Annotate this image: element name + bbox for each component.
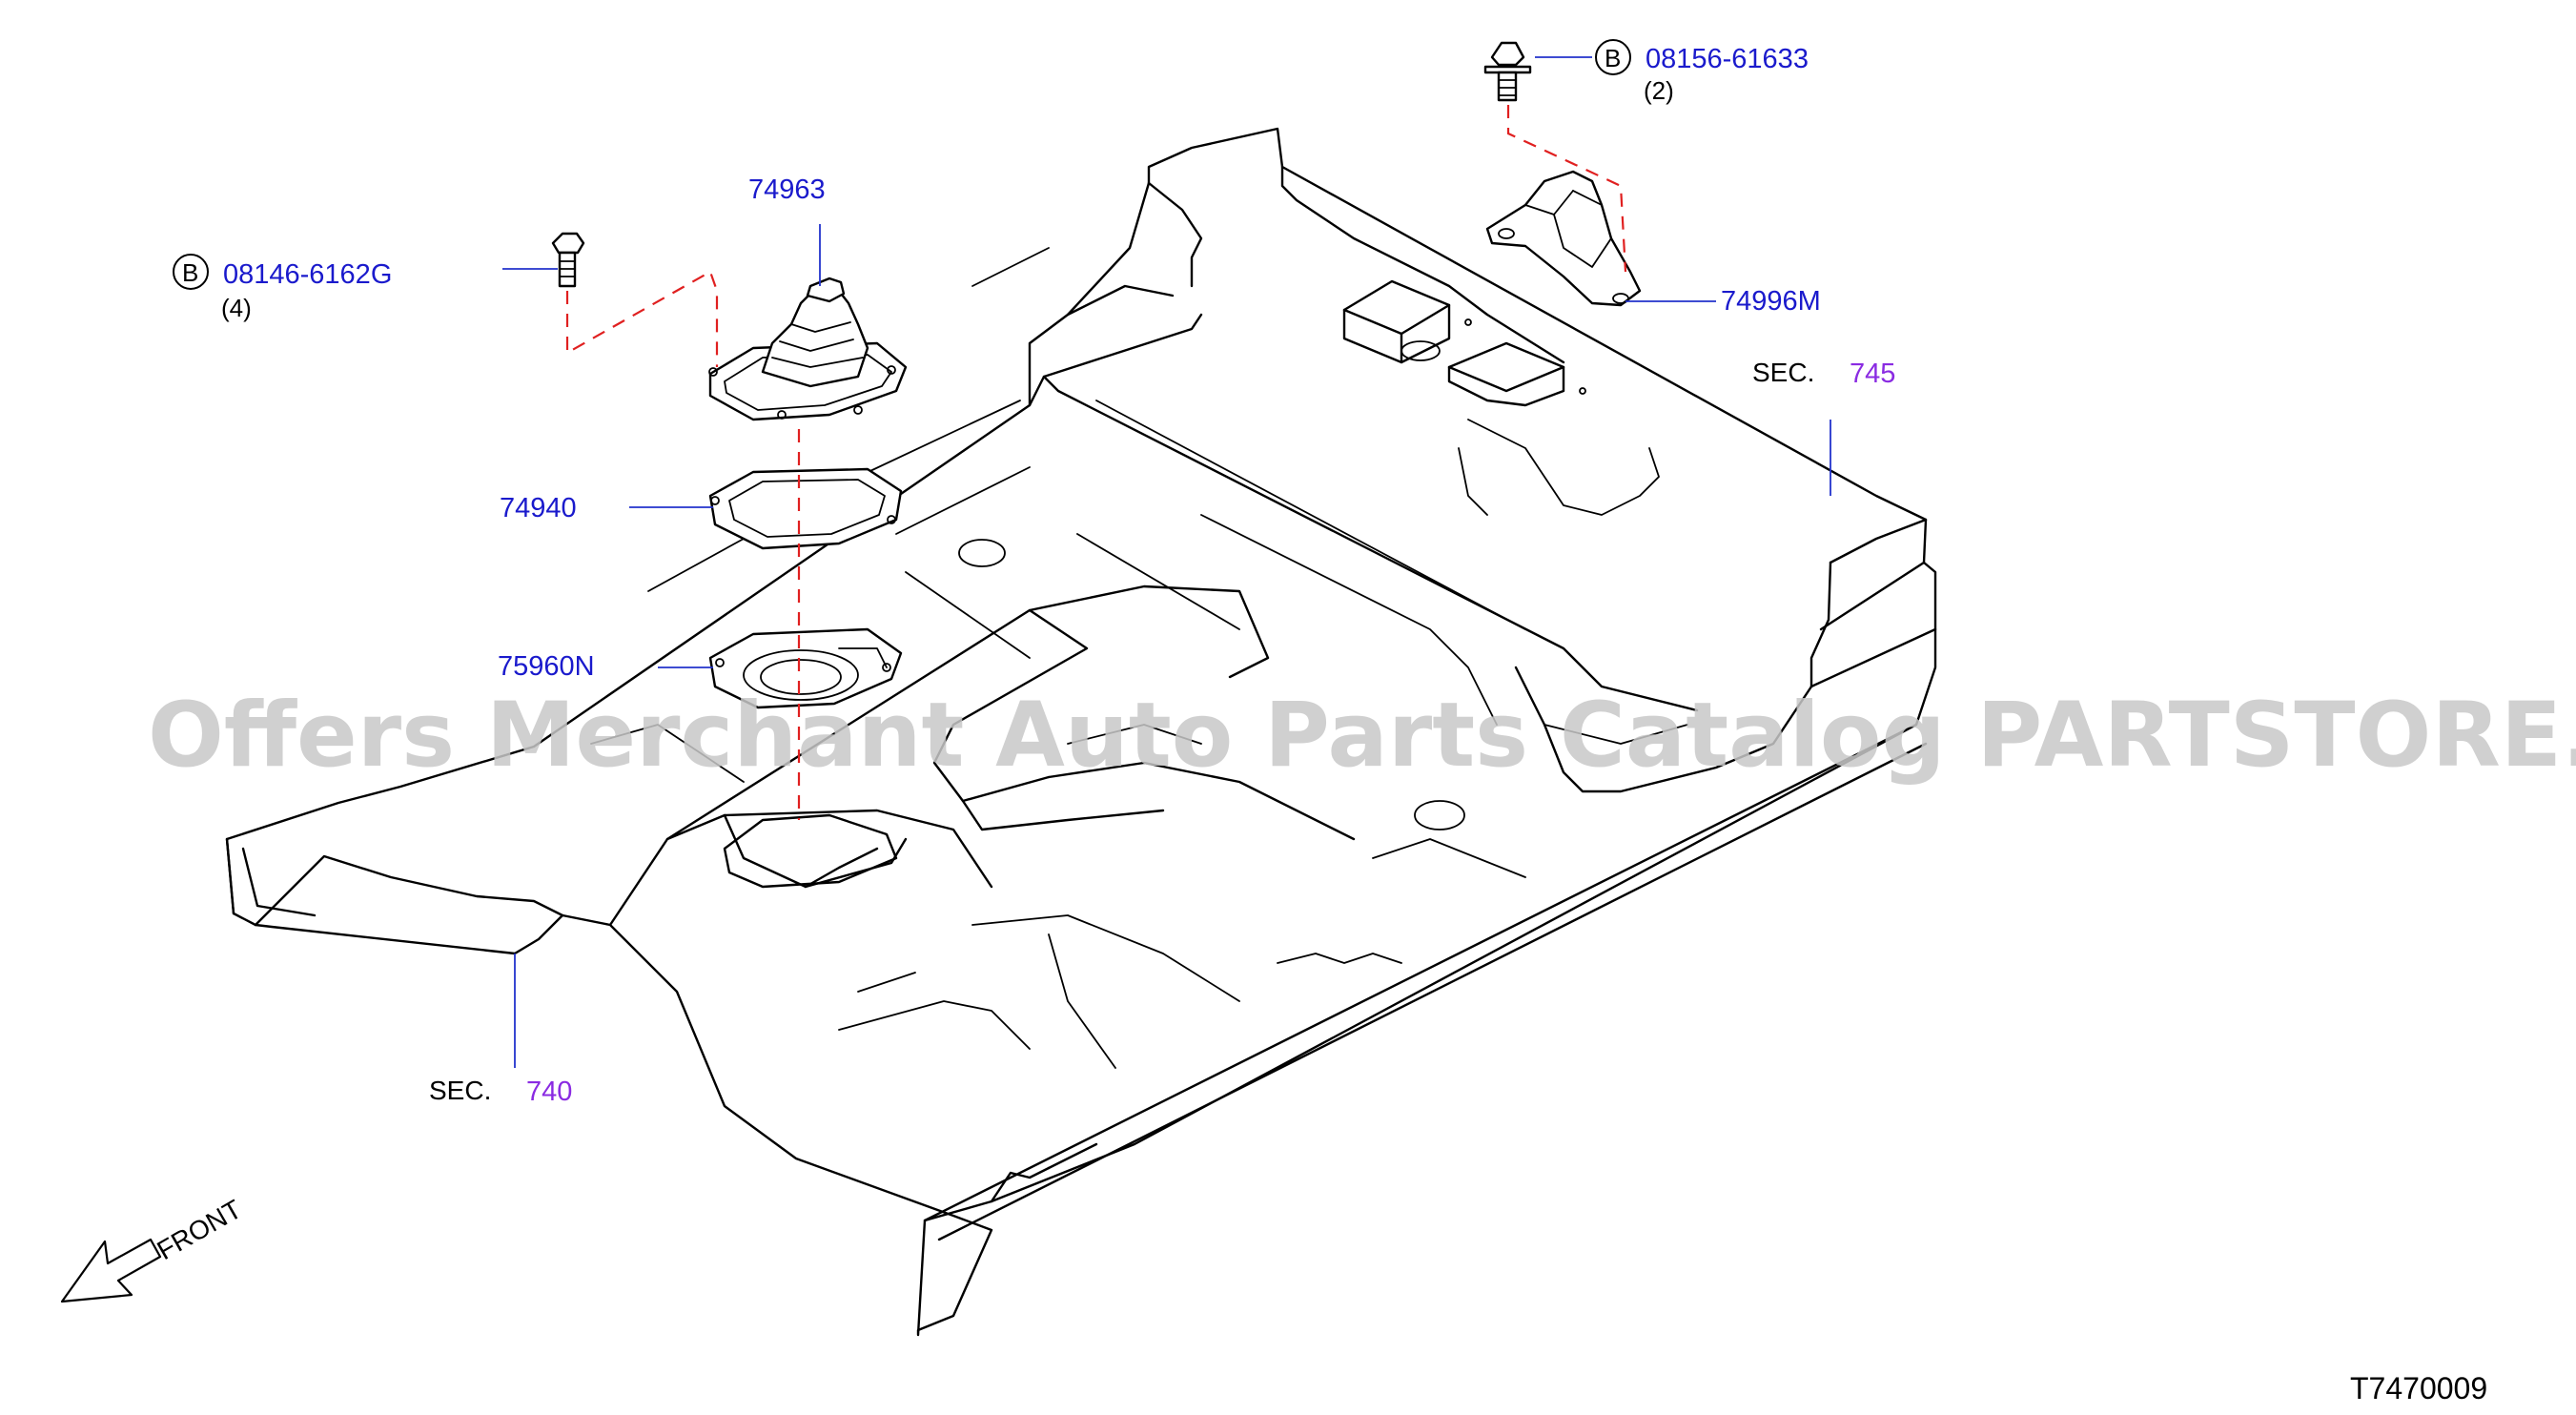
bolt-callout-08156-61633: B 08156-61633 (2) — [1595, 39, 1809, 105]
bolt-quantity: (2) — [1644, 76, 1674, 105]
front-arrow-icon — [60, 1238, 162, 1303]
bolt-callout-08146-6162g: B 08146-6162G (4) — [173, 254, 392, 322]
part-number-08146-6162g-link[interactable]: 08146-6162G — [223, 259, 392, 290]
seal-part-drawing — [708, 627, 903, 709]
section-prefix: SEC. — [1752, 358, 1814, 387]
leader-lines — [502, 56, 1831, 1068]
bolt-quantity: (4) — [221, 294, 252, 322]
front-label: FRONT — [153, 1194, 247, 1265]
diagram-code: T7470009 — [2350, 1371, 2487, 1405]
section-ref-745: SEC. 745 — [1752, 358, 1895, 389]
bolt-drawing-1 — [1483, 41, 1532, 102]
bolt-drawing-2 — [551, 232, 585, 288]
part-number-75960n-link[interactable]: 75960N — [498, 651, 595, 682]
front-direction-indicator: FRONT — [60, 1194, 247, 1303]
part-number-74940-link[interactable]: 74940 — [500, 493, 577, 523]
part-number-74963-link[interactable]: 74963 — [748, 174, 826, 205]
section-745-link[interactable]: 745 — [1850, 359, 1895, 389]
section-prefix: SEC. — [429, 1076, 491, 1105]
section-740-link[interactable]: 740 — [526, 1077, 572, 1107]
assembly-lines — [565, 105, 1627, 820]
floor-panel-drawing — [225, 127, 1937, 1337]
bolt-badge-b-icon — [1595, 39, 1631, 75]
bolt-badge-letter: B — [1605, 44, 1621, 72]
part-number-74996m-link[interactable]: 74996M — [1721, 286, 1821, 317]
bolt-badge-b-icon — [173, 254, 209, 290]
bolt-badge-letter: B — [182, 258, 198, 287]
bracket-part-drawing — [1485, 170, 1642, 307]
gasket-part-drawing — [708, 467, 903, 550]
watermark: Offers Merchant Auto Parts Catalog PARTS… — [148, 684, 2576, 788]
shift-boot-part-drawing — [708, 277, 908, 421]
section-ref-740: SEC. 740 — [429, 1076, 572, 1107]
part-number-08156-61633-link[interactable]: 08156-61633 — [1646, 44, 1809, 74]
